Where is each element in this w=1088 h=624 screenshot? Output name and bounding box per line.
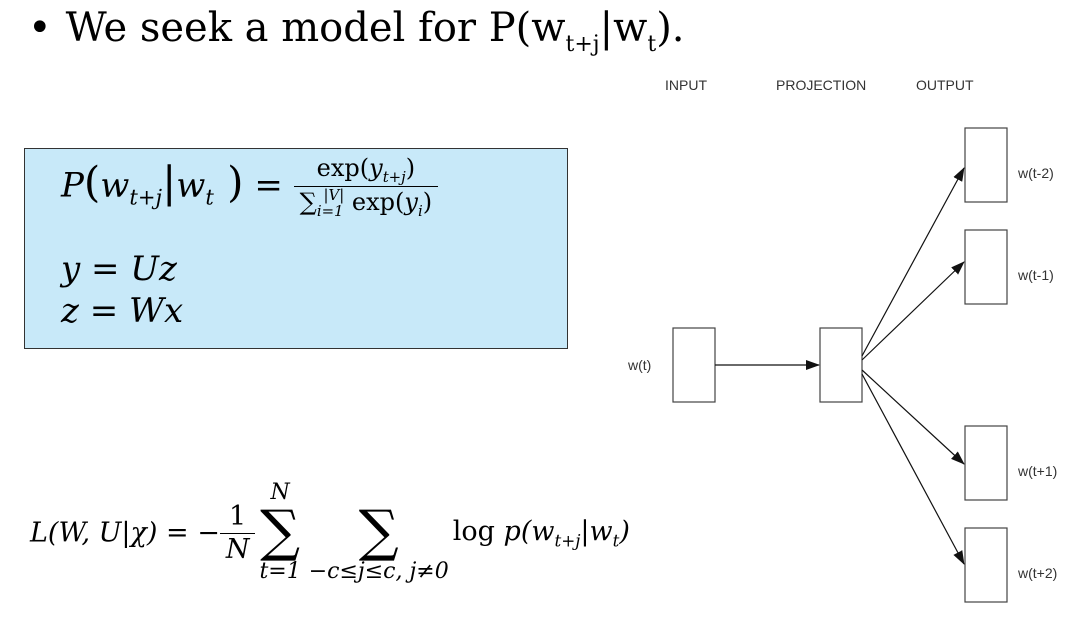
num-exp: exp [316, 154, 360, 182]
softmax-denominator: ∑i=1|V| exp(yi) [299, 185, 433, 220]
bullet-dot: • [28, 5, 52, 51]
bullet-w2: w [613, 5, 648, 51]
header-input: INPUT [665, 77, 707, 93]
input-label: w(t) [627, 357, 651, 373]
loss-p-sub2: t [612, 530, 620, 551]
loss-p: p(w [503, 515, 555, 547]
softmax-fraction: exp(yt+j)∑i=1|V| exp(yi) [293, 154, 439, 220]
output-node-t-minus-1 [964, 229, 1008, 305]
softmax-numerator: exp(yt+j) [293, 154, 439, 187]
softmax-equation: P(wt+j|wt ) = exp(yt+j)∑i=1|V| exp(yi) [61, 154, 439, 220]
loss-frac-den: N [225, 533, 250, 565]
output-label-t-plus-1: w(t+1) [1017, 463, 1057, 479]
num-y: y [369, 154, 383, 182]
bullet-bar: | [599, 5, 614, 51]
den-sub: i=1 [316, 201, 344, 220]
eq-p: P [61, 165, 84, 206]
eq-w2: w [176, 165, 206, 206]
loss-sum-outer: N∑t=1 [259, 482, 300, 584]
arrow-to-t-minus-1 [861, 261, 965, 361]
bullet-sub-t-plus-j: t+j [565, 32, 600, 57]
bullet-text: We seek a model for P(w [65, 5, 566, 51]
sum-outer-bottom: t=1 [259, 559, 301, 584]
eq-w1-sub: t+j [129, 184, 163, 210]
eq-w1: w [100, 165, 130, 206]
den-y: y [404, 187, 418, 216]
output-label-t-minus-2: w(t-2) [1017, 165, 1054, 181]
loss-sum-inner: ∑−c≤j≤c, j≠0 [309, 482, 449, 584]
loss-log: log [452, 515, 495, 547]
output-node-t-minus-2 [964, 127, 1008, 203]
equation-box: P(wt+j|wt ) = exp(yt+j)∑i=1|V| exp(yi) y… [24, 148, 568, 349]
skip-gram-diagram: INPUT PROJECTION OUTPUT w(t) w(t-2) w(t-… [627, 77, 1057, 603]
sum-inner-symbol: ∑ [358, 499, 399, 564]
header-projection: PROJECTION [776, 77, 866, 93]
bullet-sub-t: t [647, 32, 657, 57]
loss-frac-num: 1 [219, 501, 256, 534]
output-label-t-plus-2: w(t+2) [1017, 565, 1057, 581]
loss-p-mid: |w [580, 515, 613, 547]
arrow-to-t-minus-2 [861, 167, 965, 357]
output-node-t-plus-2 [964, 527, 1008, 603]
output-node-t-plus-1 [964, 425, 1008, 501]
bullet-end: ). [656, 5, 685, 51]
arrow-to-t-plus-2 [861, 373, 965, 565]
num-y-sub: t+j [382, 167, 406, 186]
den-sup: |V| [323, 185, 345, 204]
loss-p-end: ) [619, 515, 630, 547]
output-label-t-minus-1: w(t-1) [1017, 267, 1054, 283]
eq-w2-sub: t [205, 184, 214, 210]
projection-node [819, 327, 863, 403]
header-output: OUTPUT [916, 77, 974, 93]
den-sum: ∑ [299, 187, 317, 216]
sum-outer-symbol: ∑ [260, 499, 301, 564]
equation-y: y = Uz [61, 249, 177, 289]
sum-inner-bottom: −c≤j≤c, j≠0 [308, 559, 449, 584]
loss-p-sub1: t+j [554, 530, 581, 551]
equation-z: z = Wx [61, 291, 184, 331]
input-node [672, 327, 716, 403]
loss-lhs: L(W, U|χ) = − [30, 517, 220, 549]
bullet-heading: • We seek a model for P(wt+j|wt). [28, 2, 685, 71]
den-y-sub: i [417, 201, 423, 220]
arrow-to-t-plus-1 [861, 369, 965, 465]
sum-outer-top: N [270, 480, 290, 505]
den-exp: exp [351, 187, 396, 216]
